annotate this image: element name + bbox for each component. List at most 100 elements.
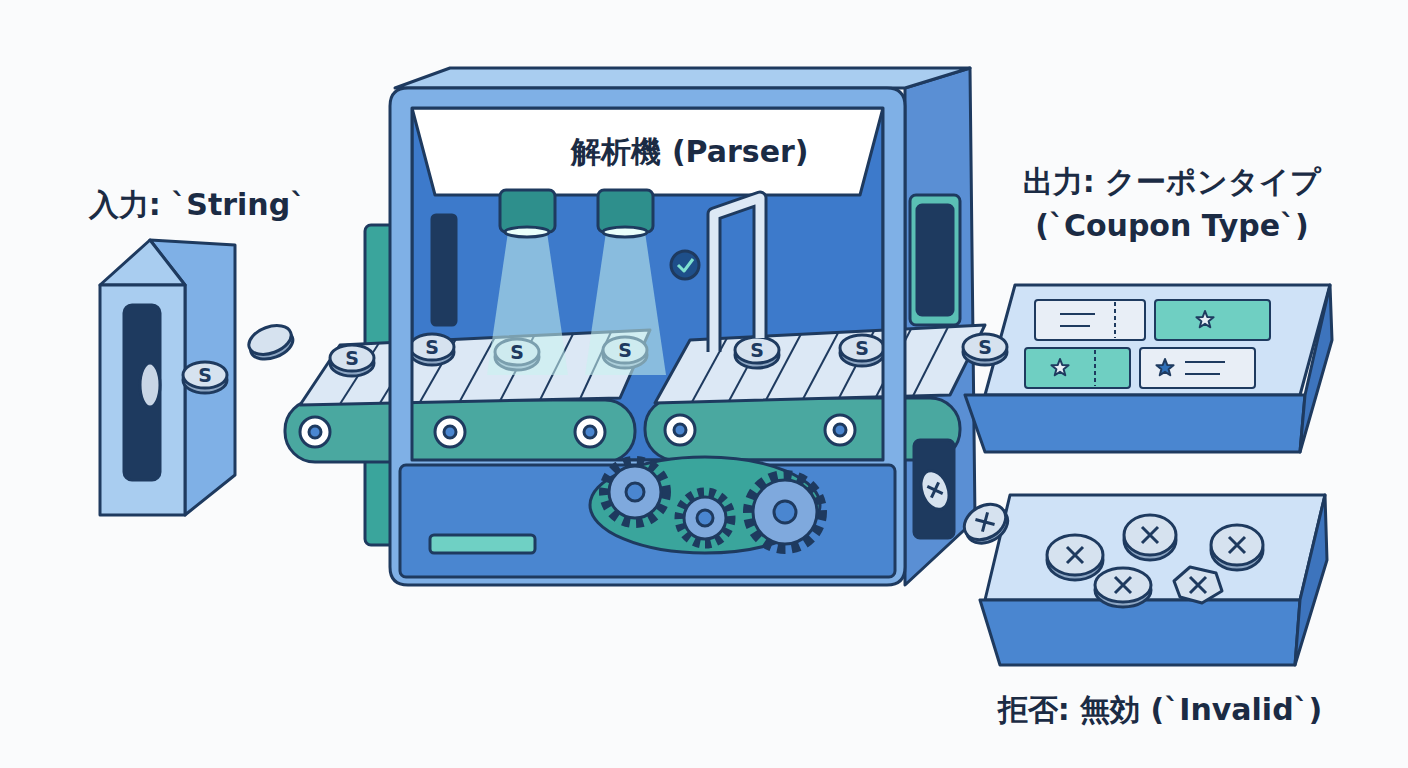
output-tray: [985, 285, 1330, 395]
coin: [840, 335, 884, 361]
coupon-ticket: [1035, 300, 1145, 340]
input-slot: [124, 305, 160, 480]
conveyor-belt: [584, 426, 596, 438]
reject-tray: [985, 495, 1325, 600]
coupon-ticket: [1155, 300, 1270, 340]
coin-letter: S: [978, 337, 992, 357]
coin: [330, 345, 374, 371]
coin: [245, 320, 297, 364]
invalid-coin: [1047, 535, 1103, 580]
reject-tray-box: 拒否: 無効 (`Invalid`): [975, 485, 1345, 732]
coin: [840, 335, 884, 366]
invalid-coin: [958, 497, 1012, 547]
machine-body: [365, 68, 975, 585]
invalid-coin: [1211, 525, 1263, 570]
coin: [410, 334, 454, 365]
coin: [183, 362, 227, 393]
sort-gate: [714, 198, 760, 352]
coin: [330, 345, 374, 376]
illustration: [100, 68, 1332, 665]
coin-letter: S: [425, 337, 439, 357]
output-tray: [1300, 285, 1332, 452]
machine-body: [412, 108, 883, 195]
machine-frame: [590, 457, 820, 553]
scanner-light: [603, 227, 647, 237]
conveyor-belt: [300, 417, 330, 447]
conveyor-belt: [435, 417, 465, 447]
coin: [963, 334, 1007, 360]
invalid-coin: [975, 512, 994, 531]
coin: [963, 334, 1007, 365]
parser-machine: 解析機 (Parser): [440, 130, 940, 585]
conveyor-belt: [655, 325, 985, 403]
invalid-coin: [1211, 525, 1263, 565]
invalid-coin: [958, 497, 1014, 550]
machine-opening: [917, 205, 953, 315]
node-text: 入力: `String`: [89, 183, 305, 227]
machine-frame: [390, 88, 905, 585]
coin: [735, 337, 779, 368]
node-text: 拒否: 無効 (`Invalid`): [998, 688, 1323, 732]
invalid-coin: [916, 467, 954, 513]
output-tray: [965, 285, 1332, 452]
coin-letter: S: [510, 342, 524, 362]
machine-frame: [430, 535, 535, 553]
coupon-ticket: [1025, 300, 1270, 388]
scanner-light: [487, 232, 666, 375]
output-tray-box: 出力: クーポンタイプ (`Coupon Type`): [992, 160, 1352, 460]
coin: [735, 337, 779, 363]
conveyor-belt: [340, 332, 611, 404]
input-slot-box: 入力: `String`: [47, 183, 347, 518]
machine-body: [432, 215, 456, 325]
machine-opening: [914, 440, 954, 538]
coin-letter: S: [345, 348, 359, 368]
check-symbol: [671, 251, 699, 279]
invalid-coin: [1229, 537, 1245, 553]
conveyor-belt: [825, 415, 855, 445]
check-symbol: [678, 259, 693, 271]
invalid-coin: [1174, 567, 1222, 603]
conveyor-belt: [913, 327, 948, 396]
coin: [410, 334, 454, 360]
input-slot: [100, 240, 235, 515]
gear-symbol: [605, 462, 665, 522]
coupon-ticket: [1156, 359, 1173, 375]
coin-letter: S: [618, 340, 632, 360]
machine-frame: [390, 88, 905, 585]
invalid-coin: [1124, 515, 1176, 560]
coupon-ticket: [1094, 350, 1096, 386]
gear-symbol: [626, 483, 644, 501]
invalid-coin: [916, 467, 1263, 607]
conveyor-belt: [285, 400, 635, 462]
invalid-coin: [1174, 567, 1222, 603]
sort-gate: [714, 198, 760, 352]
reject-tray: [1295, 495, 1327, 665]
coupon-ticket: [1051, 359, 1068, 375]
check-symbol: [671, 251, 699, 279]
conveyor-belt: [309, 426, 321, 438]
coupon-ticket: [1185, 373, 1220, 375]
scanner-light: [487, 232, 568, 375]
reject-tray: [980, 600, 1300, 665]
conveyor-belt: [692, 327, 948, 402]
output-tray: [965, 395, 1305, 452]
input-slot: [100, 240, 185, 285]
conveyor-belt: [665, 415, 695, 445]
conveyor-belt: [674, 424, 686, 436]
coupon-ticket: [1140, 348, 1255, 388]
coupon-ticket: [1185, 361, 1225, 363]
conveyor-belt: [834, 424, 846, 436]
reject-tray: [980, 495, 1327, 665]
input-slot: [140, 363, 160, 407]
conveyor-belt: [444, 426, 456, 438]
conveyor-belt: [803, 333, 838, 399]
gear-symbol: [609, 466, 661, 518]
coupon-ticket: [1025, 348, 1130, 388]
invalid-coin: [1067, 547, 1083, 563]
gear-symbol: [774, 501, 796, 523]
gear-symbol: [753, 480, 817, 544]
coin-letter: S: [198, 365, 212, 385]
